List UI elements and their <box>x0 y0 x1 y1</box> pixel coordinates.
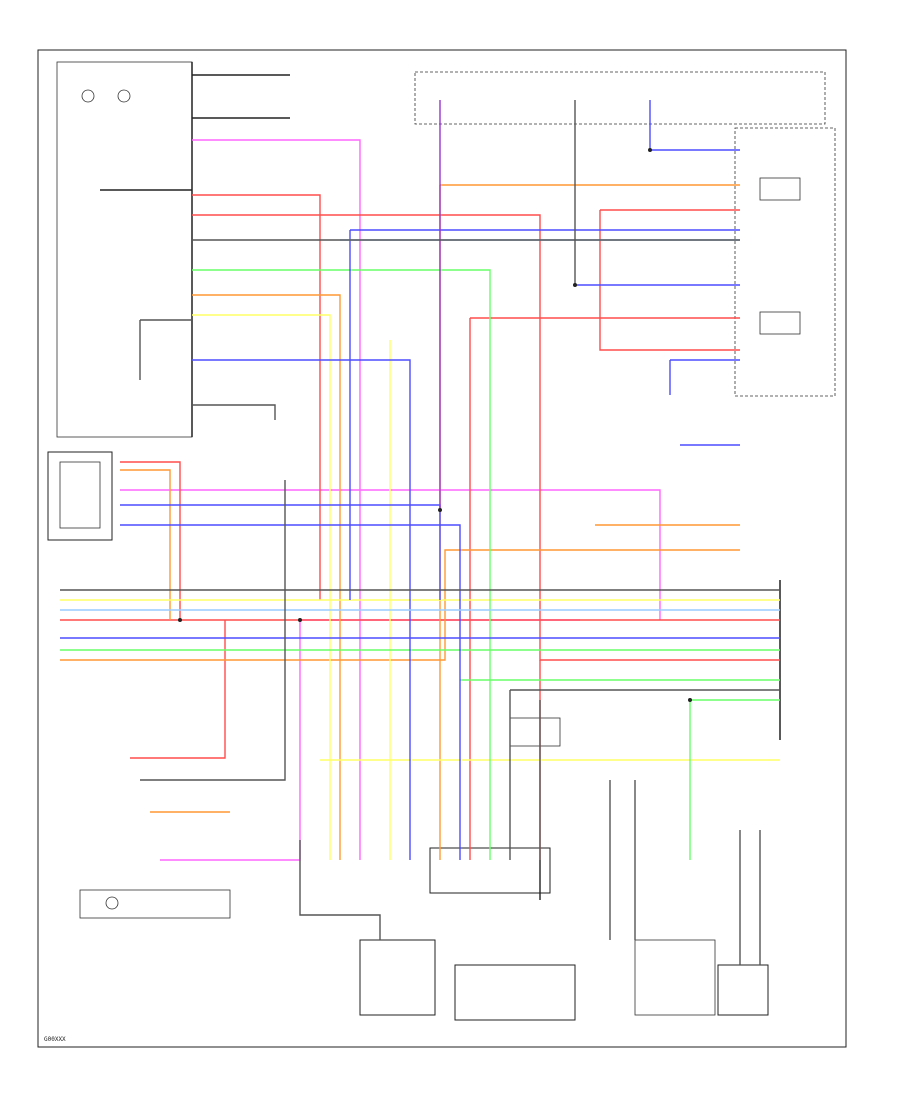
control-switch-lamp <box>105 896 119 910</box>
wire-gray-11 <box>299 840 381 940</box>
page-code: G00XXX <box>44 1036 66 1043</box>
wire-blue-6 <box>120 524 461 860</box>
wire-red-6 <box>120 461 181 620</box>
wire-blue-5 <box>120 504 441 600</box>
connector-dot <box>298 618 302 622</box>
wire-green-3 <box>689 699 780 860</box>
wires <box>60 74 780 965</box>
heater-relay-box <box>47 451 113 541</box>
ground-connector-box <box>509 717 561 747</box>
wire-green-1 <box>192 269 491 860</box>
wire-gray-8 <box>192 404 276 420</box>
wire-gray-9 <box>609 780 636 940</box>
fuse-box <box>414 71 826 125</box>
ground-symbol-2 <box>117 89 131 103</box>
wire-blue-3 <box>649 100 740 151</box>
blower-resistor-box <box>359 939 436 1016</box>
connector-dot <box>688 698 692 702</box>
wire-gray-4 <box>509 689 780 860</box>
diagram-border <box>37 49 847 1048</box>
wire-yellow-1 <box>192 314 331 860</box>
connector-dot <box>438 508 442 512</box>
wire-blue-8 <box>669 359 740 395</box>
recirc-motor-box <box>717 964 769 1016</box>
connector-dot <box>573 283 577 287</box>
relay-box-right <box>734 127 836 397</box>
wire-pink-1 <box>192 139 361 860</box>
relay-1 <box>759 177 801 201</box>
wire-pink-2 <box>120 489 661 620</box>
wire-orange-3 <box>60 549 740 661</box>
wire-orange-1 <box>192 294 341 860</box>
wire-gray-10 <box>739 830 761 965</box>
relay-2 <box>759 311 801 335</box>
left-harness-block <box>56 61 193 438</box>
wire-red-7 <box>130 620 226 759</box>
control-switch-box <box>79 889 231 919</box>
connector-dot <box>178 618 182 622</box>
wire-gray-7 <box>139 319 192 380</box>
wire-red-1 <box>192 194 321 600</box>
connector-dot <box>648 148 652 152</box>
wire-black-1 <box>192 74 290 119</box>
wire-red-3 <box>599 209 740 351</box>
wire-gray-3 <box>140 480 286 781</box>
ground-symbol-1 <box>81 89 95 103</box>
heater-relay-inner <box>59 461 101 529</box>
wire-blue-1 <box>192 359 411 860</box>
wire-orange-4 <box>120 469 171 620</box>
wire-red-2 <box>192 214 780 661</box>
mode-door-actuator-box <box>454 964 576 1021</box>
wire-blue-2 <box>349 229 740 600</box>
wire-orange-2 <box>439 184 740 860</box>
evap-sensor-box <box>634 939 716 1016</box>
wire-pink-3 <box>160 619 580 861</box>
connector-dots <box>178 148 692 702</box>
